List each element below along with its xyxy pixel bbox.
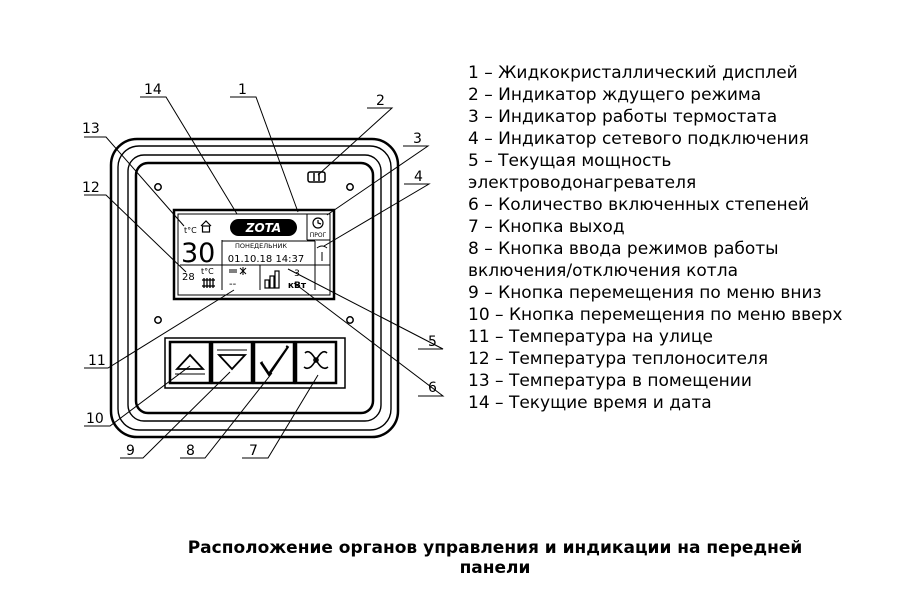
legend-item: 5 – Текущая мощность электроводонагреват… (468, 151, 697, 193)
display-datetime: 01.10.18 14:37 (228, 254, 305, 265)
leader-lines (84, 96, 445, 459)
house-icon (200, 220, 212, 233)
callout-4: 4 (414, 169, 423, 185)
legend-list: 1 – Жидкокристаллический дисплей 2 – Инд… (468, 62, 888, 414)
corner-screws (154, 183, 354, 324)
legend-item: 13 – Температура в помещении (468, 371, 752, 391)
exit-button[interactable] (294, 340, 338, 385)
legend-item: 1 – Жидкокристаллический дисплей (468, 63, 798, 83)
button-row (164, 337, 346, 389)
prog-label: ПРОГ (310, 232, 327, 239)
legend-item: 12 – Температура теплоносителя (468, 349, 769, 369)
snowflake-icon (229, 267, 247, 275)
legend-item: 3 – Индикатор работы термостата (468, 107, 778, 127)
down-button[interactable] (210, 340, 254, 385)
callout-8: 8 (186, 443, 195, 459)
display-logo: ZOTA (245, 221, 281, 235)
lcd-display: ZOTA t°C 30 ПОНЕДЕЛЬНИК 01.10.18 14:37 П… (172, 208, 336, 301)
check-icon (259, 345, 290, 377)
display-day: ПОНЕДЕЛЬНИК (235, 242, 287, 250)
callout-numbers: 14 1 2 3 4 13 12 11 10 9 8 7 6 5 (82, 82, 437, 459)
legend-item: 8 – Кнопка ввода режимов работы включени… (468, 239, 779, 281)
legend-item: 14 – Текущие время и дата (468, 393, 712, 413)
legend-item: 9 – Кнопка перемещения по меню вниз (468, 283, 822, 303)
outdoor-temp-value: -- (229, 279, 237, 290)
coolant-temp-value: 28 (182, 272, 195, 283)
power-bars-icon (264, 270, 280, 289)
legend-item: 7 – Кнопка выход (468, 217, 625, 237)
callout-2: 2 (376, 93, 385, 109)
callout-10: 10 (86, 411, 104, 427)
legend-item: 4 – Индикатор сетевого подключения (468, 129, 809, 149)
coolant-temp-unit: t°C (201, 267, 214, 276)
down-arrow-icon (216, 354, 248, 371)
legend-item: 2 – Индикатор ждущего режима (468, 85, 762, 105)
callout-1: 1 (238, 82, 247, 98)
callout-14: 14 (144, 82, 162, 98)
up-arrow-icon (174, 353, 206, 370)
callout-13: 13 (82, 121, 100, 137)
legend-item: 6 – Количество включенных степеней (468, 195, 810, 215)
panel-housing (109, 137, 400, 439)
network-icon (316, 245, 328, 261)
callout-6: 6 (428, 380, 437, 396)
radiator-icon (202, 278, 215, 288)
callout-3: 3 (413, 131, 422, 147)
clock-icon (312, 217, 324, 229)
enter-button[interactable] (252, 340, 296, 385)
figure-caption: Расположение органов управления и индика… (187, 538, 803, 578)
room-temp-value: 30 (181, 238, 215, 269)
room-temp-unit: t°C (184, 226, 197, 235)
legend-item: 11 – Температура на улице (468, 327, 713, 347)
callout-12: 12 (82, 180, 100, 196)
callout-11: 11 (88, 353, 106, 369)
callout-5: 5 (428, 334, 437, 350)
legend-item: 10 – Кнопка перемещения по меню вверх (468, 305, 843, 325)
callout-7: 7 (249, 443, 258, 459)
standby-led-icon (307, 171, 326, 183)
exit-icon (303, 350, 329, 370)
callout-9: 9 (126, 443, 135, 459)
